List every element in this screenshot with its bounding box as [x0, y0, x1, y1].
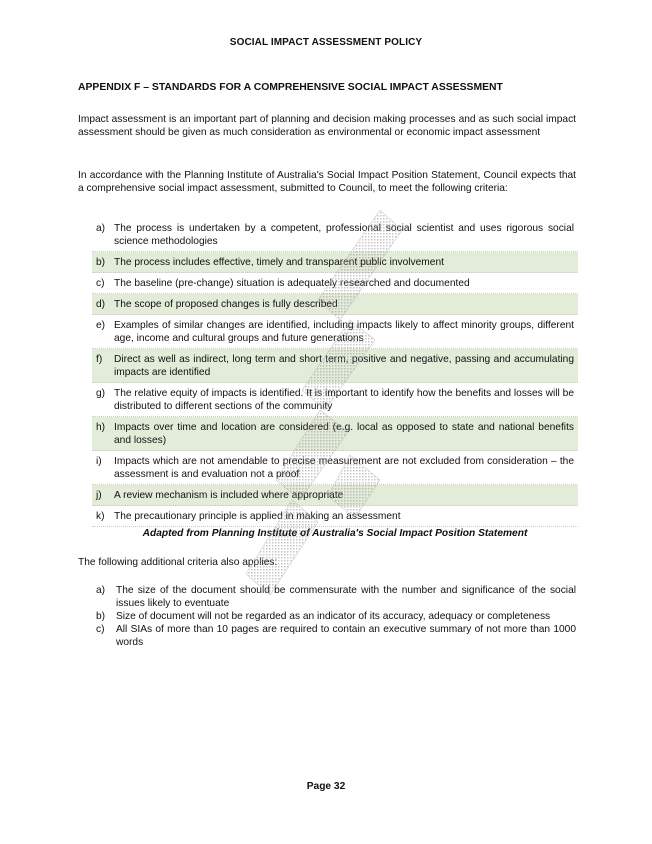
accordance-paragraph: In accordance with the Planning Institut…: [78, 170, 576, 194]
list-text: All SIAs of more than 10 pages are requi…: [116, 624, 576, 648]
list-text: Size of document will not be regarded as…: [116, 611, 551, 622]
criteria-row: i) Impacts which are not amendable to pr…: [92, 451, 578, 485]
criteria-text: The baseline (pre-change) situation is a…: [114, 278, 470, 289]
list-letter: c): [96, 624, 105, 635]
criteria-letter: g): [96, 388, 106, 399]
criteria-text: The precautionary principle is applied i…: [114, 511, 401, 522]
appendix-title: APPENDIX F – STANDARDS FOR A COMPREHENSI…: [78, 82, 503, 93]
criteria-row: c) The baseline (pre-change) situation i…: [92, 273, 578, 294]
criteria-row: e) Examples of similar changes are ident…: [92, 315, 578, 349]
criteria-table: a) The process is undertaken by a compet…: [92, 218, 578, 527]
criteria-text: A review mechanism is included where app…: [114, 490, 344, 501]
criteria-letter: i): [96, 456, 102, 467]
list-item: a) The size of the document should be co…: [96, 584, 576, 610]
criteria-text: Examples of similar changes are identifi…: [114, 320, 574, 344]
criteria-letter: a): [96, 223, 106, 234]
additional-criteria-list: a) The size of the document should be co…: [96, 584, 576, 649]
source-attribution: Adapted from Planning Institute of Austr…: [142, 528, 528, 539]
page-header: SOCIAL IMPACT ASSESSMENT POLICY: [229, 37, 423, 48]
criteria-letter: e): [96, 320, 106, 331]
list-letter: a): [96, 585, 106, 596]
criteria-letter: d): [96, 299, 106, 310]
list-item: b) Size of document will not be regarded…: [96, 610, 576, 623]
list-item: c) All SIAs of more than 10 pages are re…: [96, 623, 576, 649]
page-number: Page 32: [306, 781, 346, 792]
criteria-text: The process is undertaken by a competent…: [114, 223, 574, 247]
criteria-row: h) Impacts over time and location are co…: [92, 417, 578, 451]
criteria-text: Impacts which are not amendable to preci…: [114, 456, 574, 480]
criteria-letter: k): [96, 511, 105, 522]
criteria-text: The relative equity of impacts is identi…: [114, 388, 574, 412]
criteria-row: a) The process is undertaken by a compet…: [92, 218, 578, 252]
criteria-letter: f): [96, 354, 103, 365]
criteria-text: The scope of proposed changes is fully d…: [114, 299, 338, 310]
criteria-letter: c): [96, 278, 105, 289]
criteria-row: k) The precautionary principle is applie…: [92, 506, 578, 527]
list-letter: b): [96, 611, 106, 622]
criteria-row: b) The process includes effective, timel…: [92, 252, 578, 273]
criteria-letter: j): [96, 490, 102, 501]
criteria-row: j) A review mechanism is included where …: [92, 485, 578, 506]
intro-paragraph: Impact assessment is an important part o…: [78, 114, 576, 138]
criteria-row: d) The scope of proposed changes is full…: [92, 294, 578, 315]
criteria-row: f) Direct as well as indirect, long term…: [92, 349, 578, 383]
list-text: The size of the document should be comme…: [116, 585, 576, 609]
criteria-letter: b): [96, 257, 106, 268]
criteria-letter: h): [96, 422, 106, 433]
criteria-text: Direct as well as indirect, long term an…: [114, 354, 574, 378]
additional-intro: The following additional criteria also a…: [78, 557, 278, 568]
criteria-text: The process includes effective, timely a…: [114, 257, 444, 268]
criteria-text: Impacts over time and location are consi…: [114, 422, 574, 446]
criteria-row: g) The relative equity of impacts is ide…: [92, 383, 578, 417]
